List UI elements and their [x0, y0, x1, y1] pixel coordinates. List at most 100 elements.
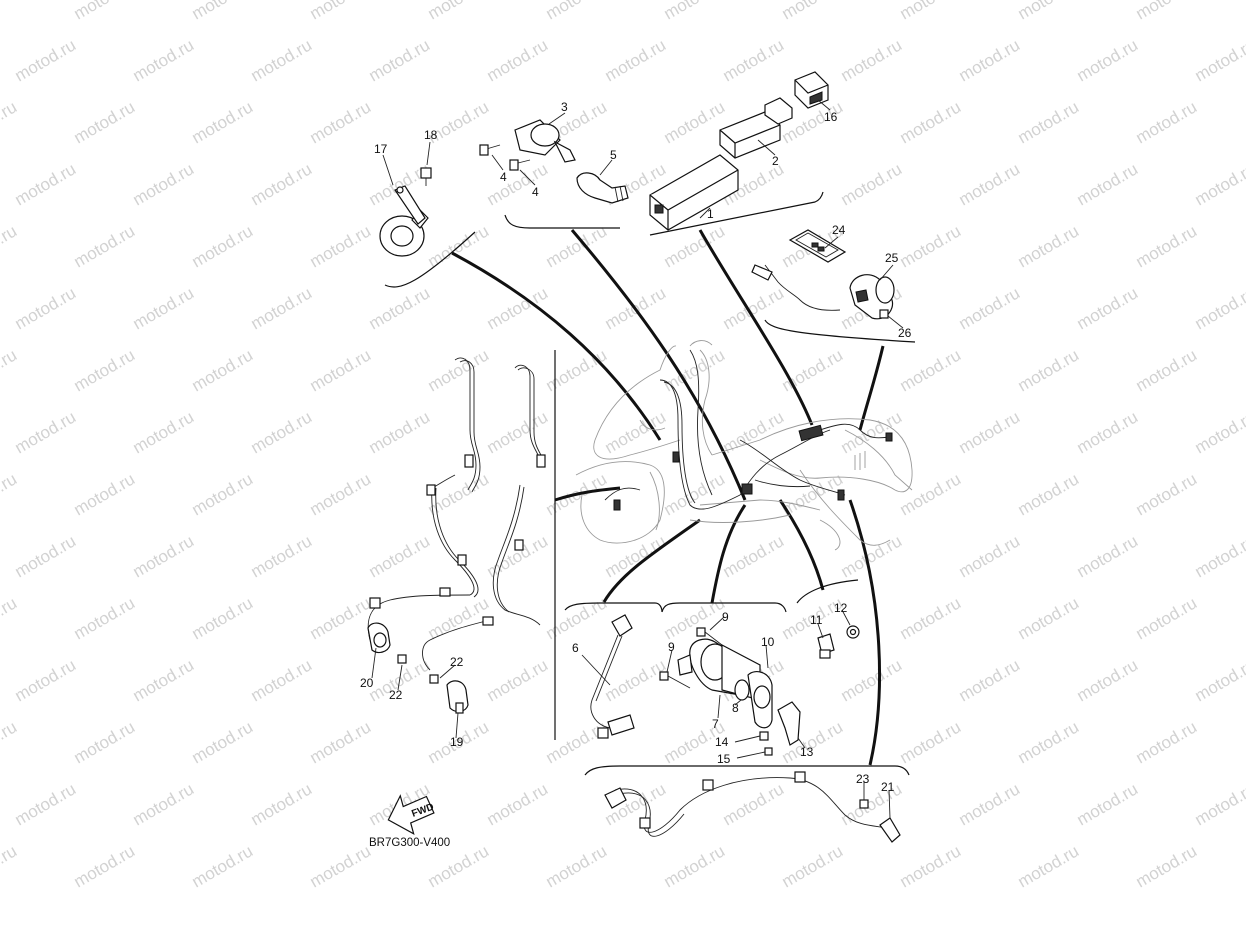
callout-20: 20 — [360, 676, 374, 690]
callout-21: 21 — [881, 780, 895, 794]
watermark-text: motod.ru — [189, 717, 257, 767]
watermark-text: motod.ru — [661, 97, 729, 147]
watermark-text: motod.ru — [484, 779, 552, 829]
watermark-text: motod.ru — [248, 35, 316, 85]
watermark-text: motod.ru — [956, 779, 1024, 829]
callout-13: 13 — [800, 745, 814, 759]
watermark-text: motod.ru — [1015, 97, 1083, 147]
watermark-text: motod.ru — [838, 779, 906, 829]
watermark-text: motod.ru — [838, 407, 906, 457]
watermark-text: motod.ru — [1133, 717, 1201, 767]
callout-23: 23 — [856, 772, 870, 786]
watermark-text: motod.ru — [602, 531, 670, 581]
watermark-text: motod.ru — [1015, 0, 1083, 23]
watermark-text: motod.ru — [248, 655, 316, 705]
callout-2: 2 — [772, 154, 779, 168]
watermark-text: motod.ru — [543, 841, 611, 891]
main-wire-harness — [604, 349, 893, 511]
watermark-text: motod.ru — [248, 779, 316, 829]
watermark-text: motod.ru — [366, 35, 434, 85]
relay-assembly — [479, 119, 629, 204]
watermark-text: motod.ru — [248, 283, 316, 333]
watermark-text: motod.ru — [189, 221, 257, 271]
watermark-text: motod.ru — [425, 0, 493, 23]
sensor-6-assembly — [590, 614, 635, 739]
watermark-text: motod.ru — [130, 159, 198, 209]
watermark-text: motod.ru — [779, 841, 847, 891]
watermark-text: motod.ru — [1133, 841, 1201, 891]
group-leader-lines — [451, 229, 885, 766]
watermark-layer: motod.ru motod.ru motod.ru motod.ru motod.ru… — [0, 0, 1246, 891]
watermark-text: motod.ru — [661, 841, 729, 891]
sensor-11-assembly — [817, 625, 860, 659]
watermark-text: motod.ru — [1074, 779, 1142, 829]
watermark-text: motod.ru — [1074, 283, 1142, 333]
watermark-text: motod.ru — [1015, 469, 1083, 519]
callout-17: 17 — [374, 142, 388, 156]
watermark-text: motod.ru — [366, 407, 434, 457]
watermark-text: motod.ru — [1133, 345, 1201, 395]
watermark-text: motod.ru — [189, 593, 257, 643]
watermark-text: motod.ru — [71, 469, 139, 519]
fwd-arrow: FWD — [387, 794, 435, 835]
watermark-text: motod.ru — [897, 97, 965, 147]
watermark-text: motod.ru — [1133, 221, 1201, 271]
watermark-text: motod.ru — [130, 35, 198, 85]
watermark-text: motod.ru — [838, 655, 906, 705]
watermark-text: motod.ru — [130, 531, 198, 581]
watermark-text: motod.ru — [1133, 469, 1201, 519]
watermark-text: motod.ru — [307, 717, 375, 767]
watermark-text: motod.ru — [130, 655, 198, 705]
watermark-text: motod.ru — [0, 717, 20, 767]
callout-3: 3 — [561, 100, 568, 114]
watermark-text: motod.ru — [897, 469, 965, 519]
watermark-text: motod.ru — [1192, 779, 1246, 829]
watermark-text: motod.ru — [543, 0, 611, 23]
watermark-text: motod.ru — [189, 841, 257, 891]
license-light-assembly — [751, 229, 895, 320]
watermark-text: motod.ru — [71, 345, 139, 395]
watermark-text: motod.ru — [661, 469, 729, 519]
watermark-text: motod.ru — [0, 97, 20, 147]
watermark-text: motod.ru — [307, 345, 375, 395]
watermark-text: motod.ru — [425, 345, 493, 395]
watermark-text: motod.ru — [130, 779, 198, 829]
callout-7: 7 — [712, 717, 719, 731]
watermark-text: motod.ru — [661, 0, 729, 23]
watermark-text: motod.ru — [956, 283, 1024, 333]
watermark-text: motod.ru — [1133, 97, 1201, 147]
callout-14: 14 — [715, 735, 729, 749]
watermark-text: motod.ru — [307, 97, 375, 147]
watermark-text: motod.ru — [71, 841, 139, 891]
callout-4b: 4 — [532, 185, 539, 199]
watermark-text: motod.ru — [1192, 283, 1246, 333]
group-frames — [384, 191, 916, 776]
callout-18: 18 — [424, 128, 438, 142]
watermark-text: motod.ru — [307, 593, 375, 643]
watermark-text: motod.ru — [543, 717, 611, 767]
watermark-text: motod.ru — [1133, 593, 1201, 643]
watermark-text: motod.ru — [720, 779, 788, 829]
watermark-text: motod.ru — [248, 159, 316, 209]
watermark-text: motod.ru — [1192, 35, 1246, 85]
watermark-text: motod.ru — [956, 655, 1024, 705]
watermark-text: motod.ru — [897, 593, 965, 643]
callout-16: 16 — [824, 110, 838, 124]
watermark-text: motod.ru — [1192, 531, 1246, 581]
watermark-text: motod.ru — [1074, 531, 1142, 581]
watermark-text: motod.ru — [720, 531, 788, 581]
watermark-text: motod.ru — [602, 407, 670, 457]
callout-12: 12 — [834, 601, 848, 615]
callout-22b: 22 — [450, 655, 464, 669]
watermark-text: motod.ru — [543, 345, 611, 395]
watermark-text: motod.ru — [956, 35, 1024, 85]
watermark-text: motod.ru — [71, 717, 139, 767]
solenoid-assembly — [659, 627, 801, 756]
callout-leaders — [371, 99, 904, 819]
watermark-text: motod.ru — [0, 221, 20, 271]
watermark-text: motod.ru — [1015, 345, 1083, 395]
callout-26: 26 — [898, 326, 912, 340]
watermark-text: motod.ru — [1133, 0, 1201, 23]
watermark-text: motod.ru — [130, 283, 198, 333]
